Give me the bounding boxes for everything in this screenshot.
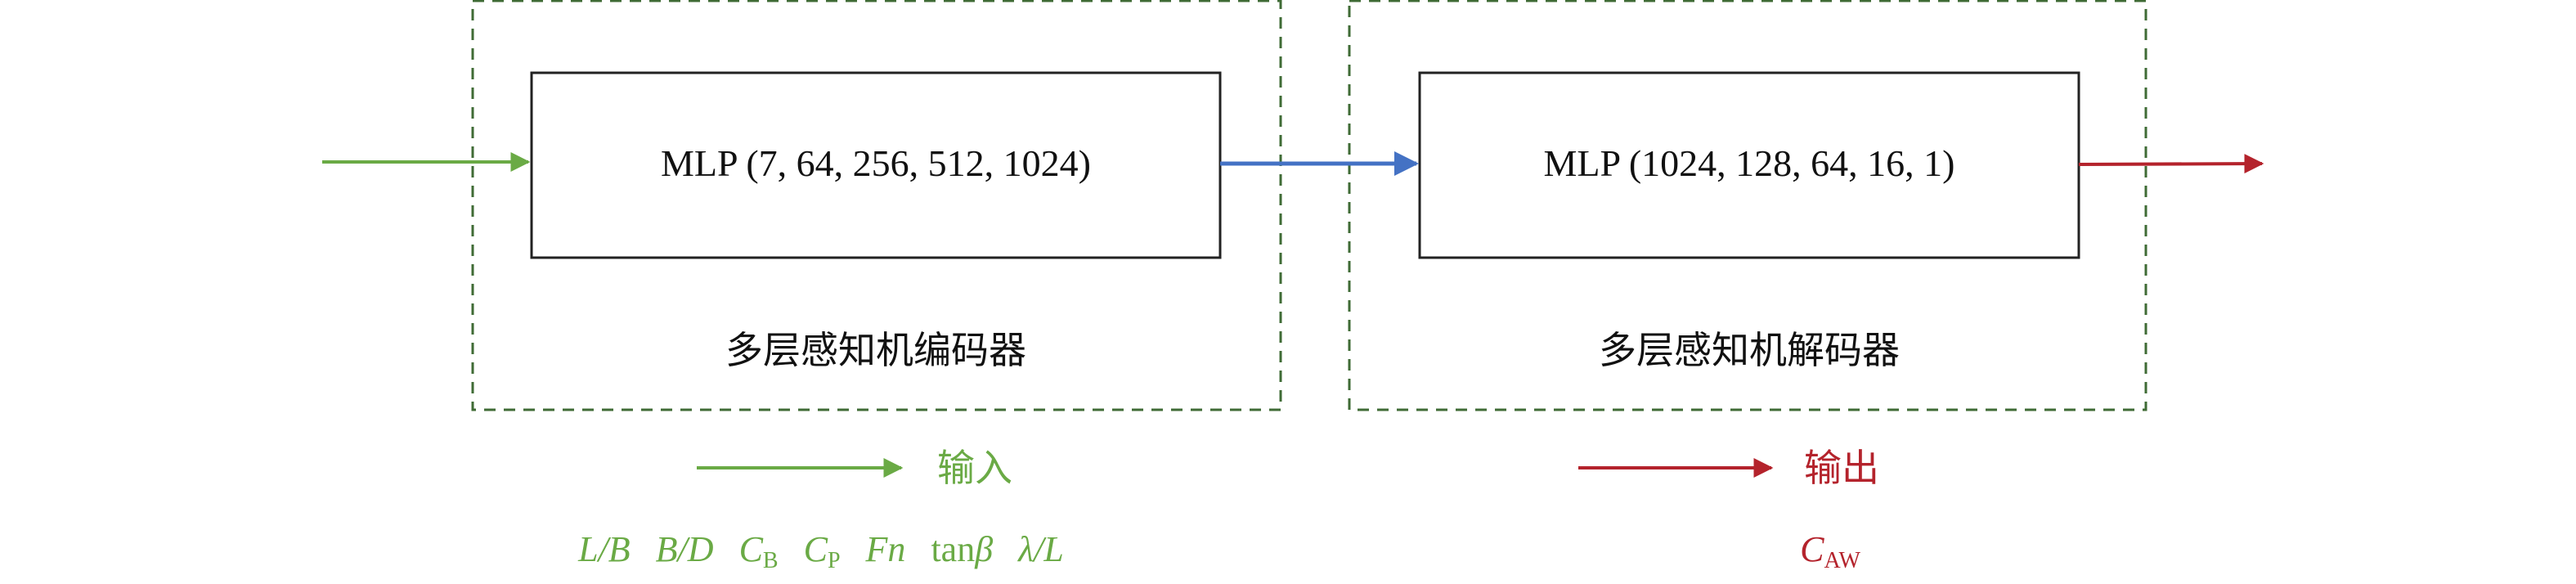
var-cb-sub: B [763,548,779,573]
legend-output-label: 输出 [1804,447,1879,489]
decoder-mlp-box [1418,71,2080,259]
var-cb: C [739,529,764,569]
var-fn: Fn [865,529,906,569]
encoder-mlp-box [530,71,1222,259]
var-beta: β [974,529,993,569]
var-tan: tan [931,529,975,569]
encoder-caption: 多层感知机编码器 [725,330,1026,371]
var-l-over-b: L/B [577,529,631,569]
var-b-over-d: B/D [656,529,714,569]
var-cp: C [804,529,828,569]
var-lambda-over-l: λ/L [1016,529,1064,569]
output-variable: CAW [1800,529,1860,573]
var-cp-sub: P [828,548,841,573]
input-variables: L/B B/D CB CP Fn tanβ λ/L [577,529,1064,576]
decoder-container [1348,0,2147,411]
legend-input-label: 输入 [937,447,1012,489]
encoder-mlp-label: MLP (7, 64, 256, 512, 1024) [661,142,1091,184]
var-caw-sub: AW [1824,548,1860,573]
decoder-mlp-label: MLP (1024, 128, 64, 16, 1) [1543,142,1954,184]
encoder-container [471,0,1282,411]
var-caw: C [1800,529,1824,569]
decoder-caption: 多层感知机解码器 [1599,330,1900,371]
